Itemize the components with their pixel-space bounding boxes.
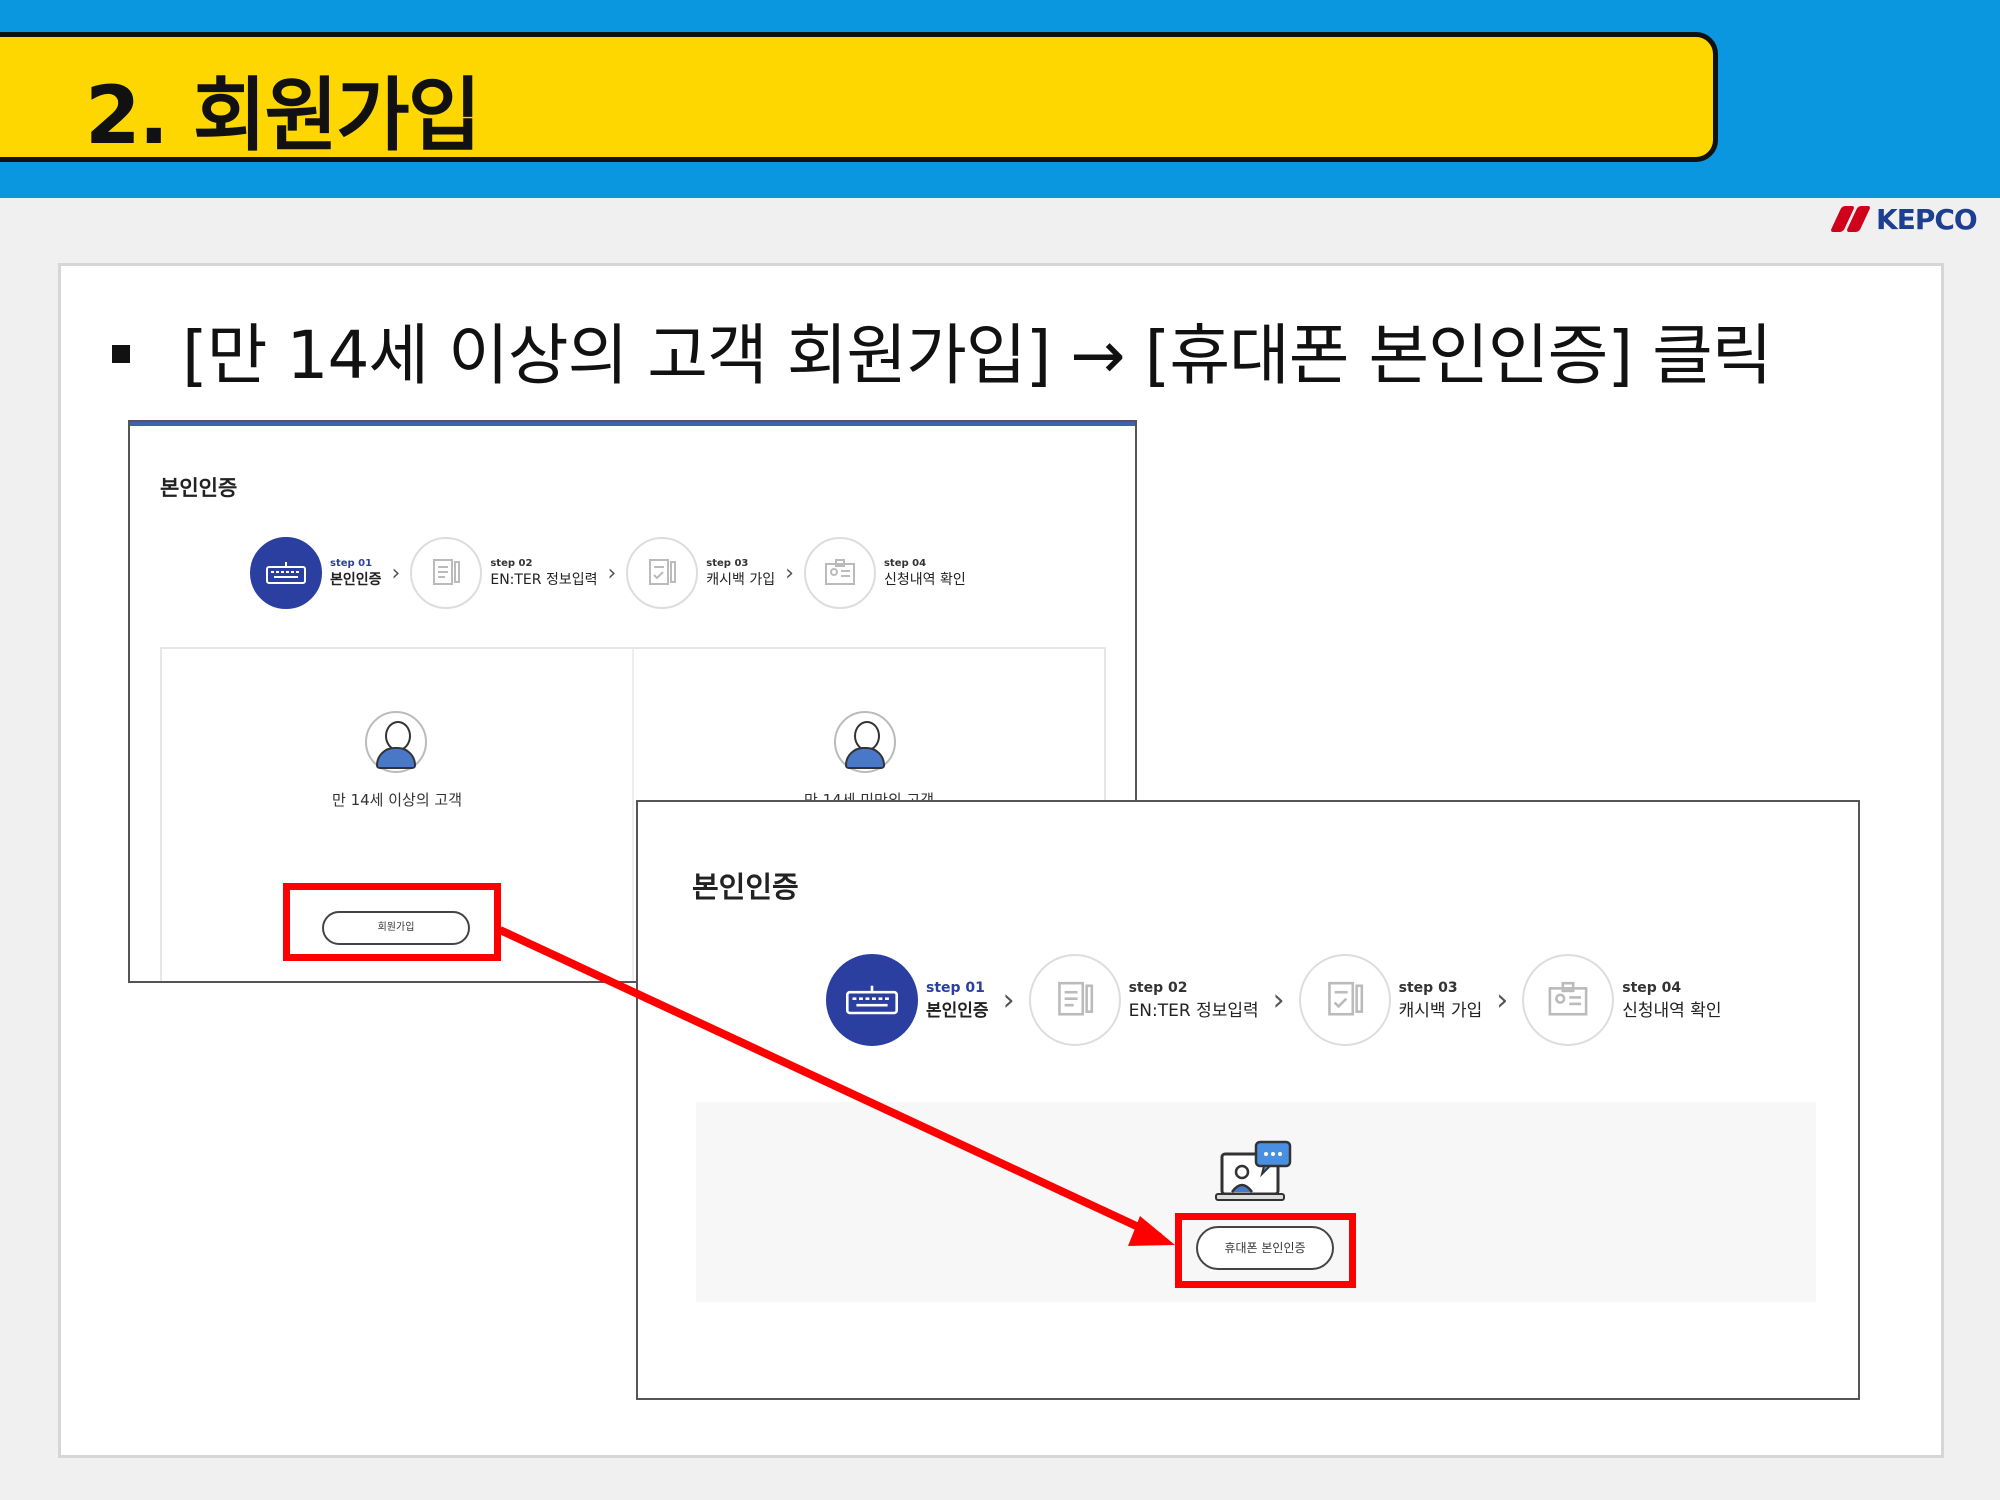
step-number: step 03 [706, 557, 749, 569]
chevron-right-icon: › [1496, 982, 1509, 1018]
document-pencil-icon [410, 537, 483, 609]
step-label: 신청내역 확인 [883, 571, 966, 588]
instruction-text: [만 14세 이상의 고객 회원가입] → [휴대폰 본인인증] 클릭 [182, 317, 1773, 394]
step-4: step 04 신청내역 확인 [1522, 954, 1722, 1046]
laptop-chat-icon [1214, 1140, 1294, 1212]
step-indicator: step 01 본인인증 › step 02 EN:TER 정보입력 › step … [250, 537, 966, 609]
step-3: step 03 캐시백 가입 › [626, 537, 804, 609]
step-number: step 04 [883, 557, 927, 569]
header-line [130, 422, 1135, 426]
user-avatar-icon [365, 711, 427, 773]
section-title-bar: 2. 회원가입 [0, 32, 1718, 162]
kepco-logo: KEPCO [1829, 202, 1978, 236]
step-2: step 02 EN:TER 정보입력 › [410, 537, 626, 609]
mobile-verification-button[interactable]: 휴대폰 본인인증 [1196, 1226, 1334, 1270]
step-label: 캐시백 가입 [706, 571, 776, 588]
id-card-icon [803, 537, 876, 609]
keyboard-icon [250, 537, 322, 609]
step-number: step 02 [1128, 979, 1188, 996]
keyboard-icon [826, 954, 918, 1046]
chevron-right-icon: › [785, 560, 794, 586]
step-label: EN:TER 정보입력 [490, 571, 598, 588]
step-number: step 04 [1622, 979, 1682, 996]
step-label: 본인인증 [330, 571, 382, 588]
page-title: 본인인증 [692, 870, 799, 904]
step-label: 캐시백 가입 [1398, 1000, 1483, 1021]
step-2: step 02 EN:TER 정보입력 › [1028, 954, 1299, 1046]
step-4: step 04 신청내역 확인 [803, 537, 966, 609]
step-label: EN:TER 정보입력 [1128, 1000, 1259, 1021]
step-number: step 03 [1398, 979, 1458, 996]
chevron-right-icon: › [607, 560, 617, 586]
chevron-right-icon: › [391, 560, 401, 586]
kepco-logo-text: KEPCO [1876, 202, 1978, 236]
instruction-line: [만 14세 이상의 고객 회원가입] → [휴대폰 본인인증] 클릭 [112, 302, 1773, 398]
step-label: 신청내역 확인 [1622, 1000, 1722, 1021]
screenshot-identity-verification: 본인인증 step 01 본인인증 › step 02 EN:TER 정보입력 › … [636, 800, 1860, 1400]
option-over-14[interactable]: 만 14세 이상의 고객 회원가입 [162, 649, 634, 981]
step-number: step 02 [490, 557, 533, 569]
document-check-icon [1298, 954, 1391, 1046]
page-title: 본인인증 [160, 476, 238, 500]
step-1: step 01 본인인증 › [826, 954, 1029, 1046]
highlight-mobile-verification-button [1175, 1213, 1356, 1288]
bullet-icon [112, 344, 130, 363]
id-card-icon [1522, 954, 1615, 1046]
document-pencil-icon [1028, 954, 1121, 1046]
signup-button[interactable]: 회원가입 [322, 911, 470, 945]
user-avatar-icon [834, 711, 896, 773]
step-3: step 03 캐시백 가입 › [1298, 954, 1523, 1046]
kepco-logo-mark [1829, 206, 1872, 232]
option-label: 만 14세 이상의 고객 [332, 791, 462, 809]
chevron-right-icon: › [1272, 982, 1285, 1018]
section-title: 2. 회원가입 [85, 69, 481, 162]
document-check-icon [626, 537, 699, 609]
chevron-right-icon: › [1002, 982, 1015, 1018]
step-label: 본인인증 [926, 1000, 989, 1021]
step-indicator: step 01 본인인증 › step 02 EN:TER 정보입력 › step … [826, 954, 1722, 1046]
step-number: step 01 [330, 557, 373, 569]
step-1: step 01 본인인증 › [250, 537, 410, 609]
highlight-signup-button [283, 883, 501, 961]
step-number: step 01 [926, 979, 985, 996]
